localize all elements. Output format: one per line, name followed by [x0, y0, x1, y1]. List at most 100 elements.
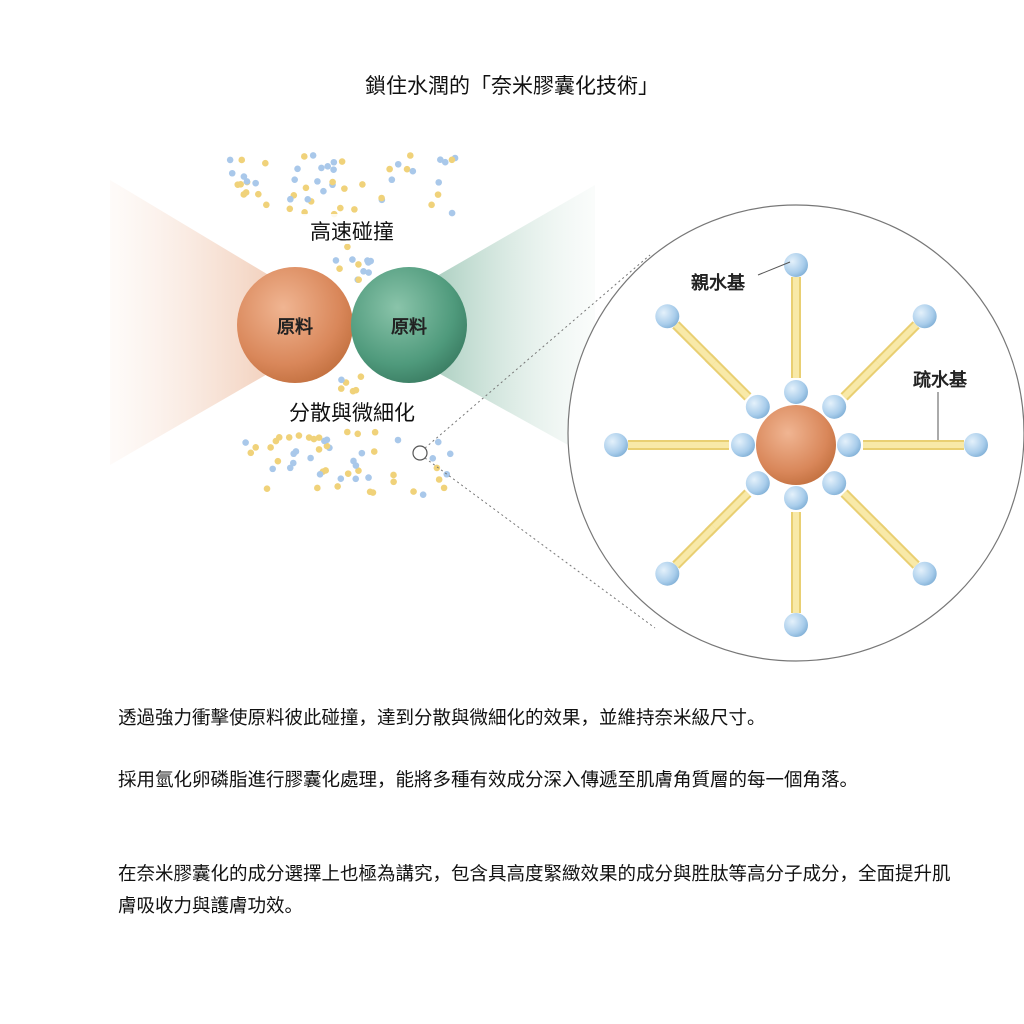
particle-dot	[355, 467, 362, 474]
particle-dot	[337, 475, 345, 483]
hydrophobic-tail-highlight	[875, 322, 919, 366]
particle-dot	[263, 485, 271, 493]
particle-dot	[337, 204, 344, 212]
particle-dot	[314, 178, 321, 185]
particle-dot	[320, 187, 327, 195]
particle-dot	[323, 442, 331, 450]
particle-dot	[403, 165, 411, 173]
particle-dot	[294, 165, 301, 173]
particle-dot	[321, 437, 328, 445]
particle-dot	[429, 454, 437, 462]
hydrophobic-tail-highlight	[673, 524, 717, 568]
particle-dot	[409, 167, 417, 175]
page-title: 鎖住水潤的「奈米膠囊化技術」	[365, 74, 659, 98]
hydrophilic-head-outer	[784, 253, 808, 277]
particle-dot	[351, 206, 358, 213]
particle-dot	[352, 386, 360, 394]
hydrophobic-label: 疏水基	[913, 369, 968, 391]
particle-dot	[330, 166, 337, 173]
particle-dot	[255, 190, 262, 198]
particle-dot	[334, 483, 341, 490]
particle-dot	[269, 465, 276, 473]
material-sphere-left	[237, 267, 353, 383]
particle-dot	[366, 488, 374, 496]
particle-dot	[394, 160, 402, 168]
particle-dot	[237, 180, 245, 188]
particle-dot	[332, 257, 340, 264]
particle-dot	[267, 444, 274, 451]
particle-dot	[448, 156, 456, 164]
particle-dot	[365, 474, 372, 481]
hydrophilic-head-outer	[655, 304, 680, 329]
particle-dot	[357, 373, 365, 380]
hydrophilic-head-inner	[837, 433, 861, 457]
particle-dot	[433, 464, 441, 472]
particle-dot	[315, 434, 323, 441]
particle-dot	[318, 164, 325, 172]
particle-dot	[316, 471, 324, 478]
particle-dot	[324, 163, 332, 170]
particle-dot	[440, 484, 448, 492]
particle-dot	[434, 438, 442, 446]
hydrophilic-head-inner	[784, 380, 808, 404]
particle-dot	[295, 432, 303, 439]
particle-dots	[226, 152, 459, 498]
particle-dot	[338, 158, 346, 165]
magnified-particle-marker	[412, 445, 428, 461]
hydrophobic-tail-highlight	[841, 355, 886, 400]
hydrophilic-head-inner	[822, 394, 847, 419]
particle-dot	[358, 449, 366, 457]
particle-dot	[364, 257, 371, 264]
hydrophobic-tail-highlight	[706, 490, 751, 535]
particle-dot	[394, 436, 402, 444]
hydrophilic-head-outer	[655, 561, 680, 586]
hydrophilic-head-inner	[822, 471, 847, 496]
particle-dot	[292, 448, 300, 455]
hydrophilic-head-outer	[604, 433, 628, 457]
material-sphere-right	[351, 267, 467, 383]
paragraph-1: 透過強力衝擊使原料彼此碰撞，達到分散與微細化的效果，並維持奈米級尺寸。	[118, 708, 766, 729]
dispersion-label: 分散與微細化	[289, 401, 415, 425]
particle-dot	[434, 191, 442, 198]
particle-dot	[344, 428, 351, 436]
particle-dot	[378, 194, 385, 202]
hydrophobic-tail-highlight	[706, 355, 751, 400]
particle-dot	[441, 158, 449, 166]
hydrophobic-tail-highlight	[673, 322, 717, 366]
material-label-right: 原料	[391, 316, 427, 338]
particle-dot	[263, 201, 270, 209]
hydrophilic-label: 親水基	[691, 272, 746, 294]
hydrophobic-tail-highlight	[875, 524, 919, 568]
particle-dot	[336, 265, 343, 272]
particle-dot	[238, 156, 246, 164]
particle-dot	[301, 209, 308, 216]
hydrophilic-head-inner	[731, 433, 755, 457]
phospholipid-molecules	[604, 253, 988, 637]
particle-dot	[304, 196, 312, 203]
particle-dot	[274, 457, 282, 465]
particle-dot	[371, 428, 379, 436]
particle-dot	[355, 276, 362, 283]
particle-dot	[285, 434, 293, 441]
particle-dot	[247, 449, 255, 457]
hydrophilic-head-inner	[745, 471, 770, 496]
particle-dot	[410, 488, 417, 495]
hydrophilic-pointer	[757, 261, 791, 276]
particle-dot	[341, 185, 348, 192]
particle-dot	[352, 475, 360, 483]
particle-dot	[252, 444, 260, 451]
particle-dot	[289, 459, 297, 467]
particle-dot	[252, 179, 259, 187]
hydrophilic-head-outer	[912, 561, 937, 586]
nano-capsule-diagram: 原料 原料 高速碰撞 分散與微細化 親水基 疏水基	[110, 152, 1024, 662]
particle-dot	[302, 184, 310, 192]
particle-dot	[388, 176, 396, 184]
particle-dot	[448, 209, 456, 217]
particle-dot	[354, 430, 362, 438]
particle-dot	[435, 476, 443, 483]
particle-dot	[314, 484, 321, 492]
paragraph-2: 採用氫化卵磷脂進行膠囊化處理，能將多種有效成分深入傳遞至肌膚角質層的每一個角落。	[118, 770, 859, 791]
hydrophobic-tail-highlight	[841, 490, 886, 535]
particle-dot	[228, 169, 236, 177]
particle-dot	[287, 195, 294, 203]
